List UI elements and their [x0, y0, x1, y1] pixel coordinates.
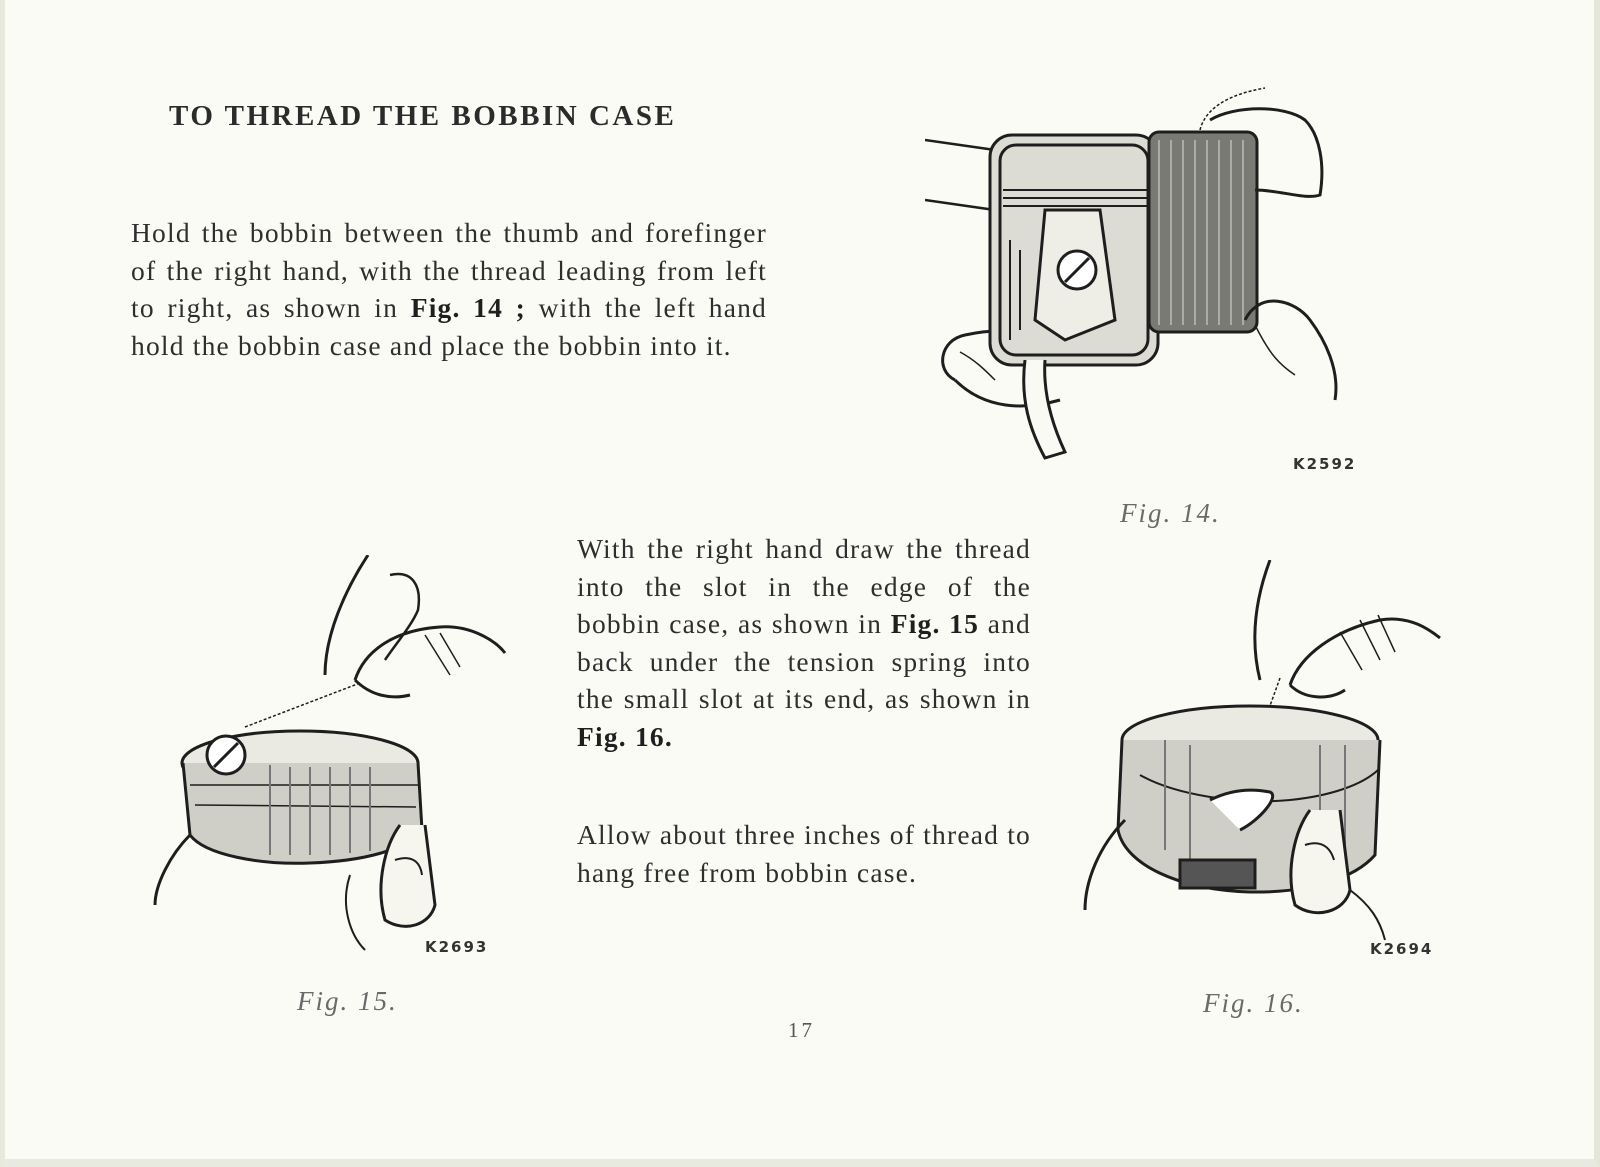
paragraph-text: Hold the bobbin between the thumb and fo…	[131, 217, 767, 323]
fig15-caption: Fig. 15.	[297, 986, 398, 1016]
paragraph-insert-bobbin: Hold the bobbin between the thumb and fo…	[131, 214, 767, 364]
page-number: 17	[788, 1018, 815, 1042]
fig16-illustration	[1080, 560, 1460, 960]
figure-reference: Fig. 15	[890, 608, 980, 639]
paragraph-draw-thread: With the right hand draw the thread into…	[577, 530, 1031, 755]
paragraph-text: With the right hand draw the thread into…	[577, 533, 1031, 639]
paragraph-thread-length: Allow about three inches of thread to ha…	[577, 819, 1031, 888]
paragraph-text: with the left hand hold the bobbin case …	[131, 292, 768, 361]
fig15-code: K2693	[425, 938, 489, 956]
fig16-code: K2694	[1370, 940, 1434, 958]
fig14-caption: Fig. 14.	[1120, 498, 1221, 528]
fig15-illustration	[150, 555, 510, 955]
fig16-caption: Fig. 16.	[1203, 988, 1304, 1018]
fig14-code: K2592	[1293, 455, 1357, 473]
paragraph-text: and back under the tension spring into t…	[577, 608, 1032, 714]
fig14-illustration	[925, 80, 1345, 470]
figure-reference: Fig. 14 ;	[410, 292, 527, 323]
figure-reference: Fig. 16.	[577, 720, 673, 752]
section-heading: TO THREAD THE BOBBIN CASE	[169, 100, 677, 132]
